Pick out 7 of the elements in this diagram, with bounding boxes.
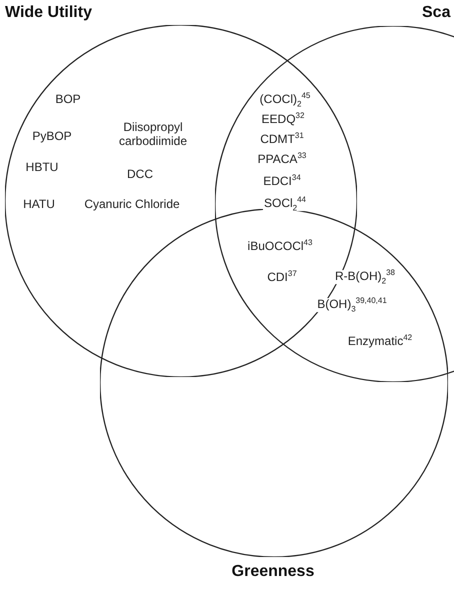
reagent-name: EEDQ$^{32}$ [260, 113, 306, 127]
set-heading: Sca [422, 5, 450, 21]
reagent-name: Cyanuric Chloride [83, 198, 181, 212]
set-heading: Wide Utility [5, 5, 92, 21]
set-heading: Greenness [232, 564, 314, 580]
reagent-name: PyBOP [31, 130, 73, 144]
reagent-name: Enzymatic$^{42}$ [346, 335, 414, 349]
